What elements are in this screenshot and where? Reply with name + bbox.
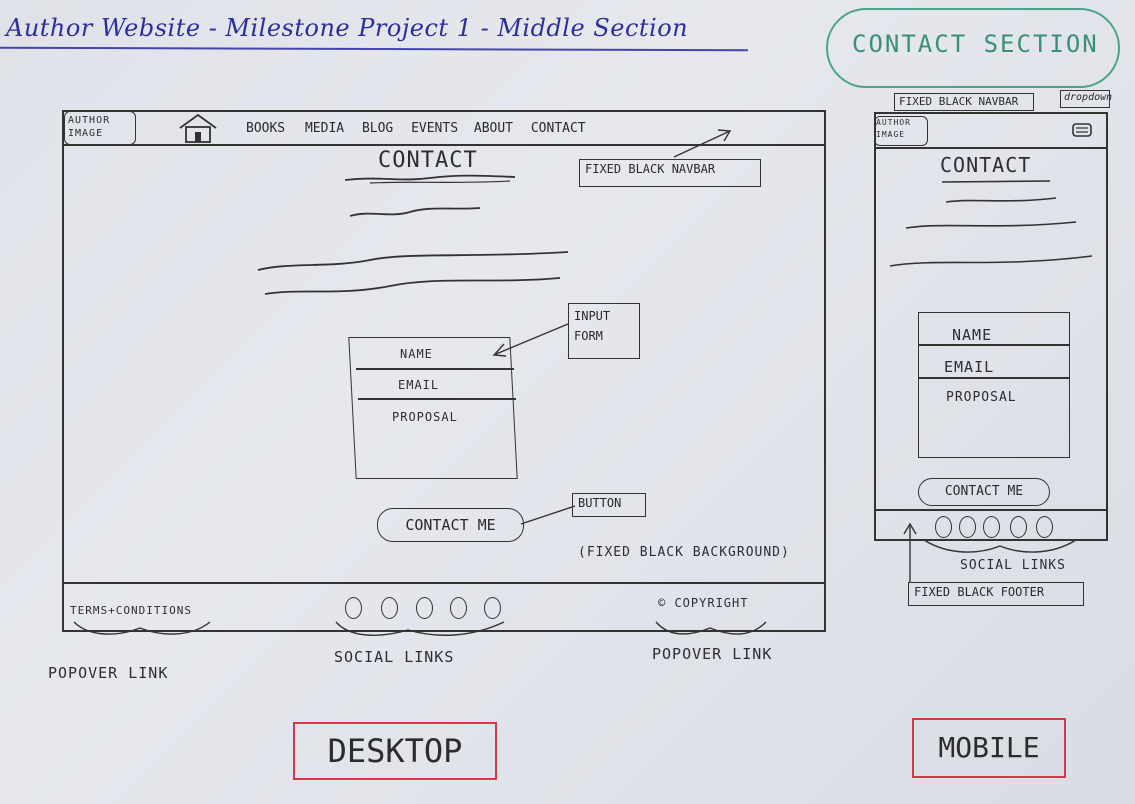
nav-item-blog[interactable]: BLOG: [361, 121, 394, 136]
popover-link-label-left: POPOVER LINK: [48, 664, 169, 682]
section-cloud: [826, 8, 1120, 88]
nav-item-events[interactable]: EVENTS: [411, 121, 459, 136]
desktop-nav: BOOKS MEDIA BLOG EVENTS ABOUT CONTACT: [246, 121, 586, 136]
mobile-author-image: [874, 116, 928, 146]
desktop-social-icon-3[interactable]: [416, 597, 433, 619]
desktop-stamp-text: DESKTOP: [327, 732, 463, 770]
mobile-contact-button[interactable]: CONTACT ME: [918, 478, 1050, 506]
mobile-stamp: MOBILE: [912, 718, 1066, 778]
mobile-author-image-label: AUTHOR IMAGE: [876, 118, 911, 139]
button-note-text: BUTTON: [578, 496, 622, 510]
desktop-terms-link[interactable]: TERMS+CONDITIONS: [70, 604, 192, 617]
desktop-frame: [62, 110, 826, 632]
page-title: Author Website - Milestone Project 1 - M…: [6, 14, 689, 42]
mobile-footer-line: [874, 509, 1106, 511]
navbar-note-text: FIXED BLACK NAVBAR: [585, 162, 716, 176]
mobile-contact-heading: CONTACT: [940, 153, 1032, 177]
mobile-footer-note-text: FIXED BLACK FOOTER: [914, 585, 1045, 599]
desktop-name-field[interactable]: NAME: [400, 347, 433, 361]
input-form-note: INPUT FORM: [568, 303, 640, 359]
dropdown-note: dropdown: [1060, 90, 1113, 108]
desktop-social-icon-1[interactable]: [345, 597, 362, 619]
desktop-author-image: [64, 111, 136, 145]
mobile-input-form: [918, 312, 1070, 458]
mobile-social-links-label: SOCIAL LINKS: [960, 558, 1066, 573]
mobile-social-brace: [923, 539, 1077, 553]
mobile-form-divider-2: [918, 377, 1070, 379]
desktop-copyright-link[interactable]: © COPYRIGHT: [658, 596, 749, 610]
mobile-proposal-field[interactable]: PROPOSAL: [946, 390, 1017, 405]
mobile-navbar-note-text: FIXED BLACK NAVBAR: [899, 95, 1019, 108]
navbar-note: FIXED BLACK NAVBAR: [579, 159, 761, 187]
mobile-frame: [874, 112, 1108, 541]
mobile-social-icon-4[interactable]: [1010, 516, 1027, 538]
footer-arrow: [903, 522, 917, 582]
mobile-text-scribbles: [889, 180, 1093, 267]
input-form-arrow: [492, 323, 569, 357]
desktop-text-scribbles: [257, 207, 569, 295]
form-divider-1: [356, 368, 514, 370]
mobile-social-icon-1[interactable]: [935, 516, 952, 538]
desktop-stamp: DESKTOP: [293, 722, 497, 780]
desktop-proposal-field[interactable]: PROPOSAL: [392, 410, 458, 424]
nav-item-contact[interactable]: CONTACT: [530, 121, 586, 136]
mobile-navbar-note: FIXED BLACK NAVBAR: [894, 93, 1034, 111]
heading-underline: [344, 174, 516, 184]
mobile-name-field[interactable]: NAME: [952, 326, 993, 344]
footer-braces: [73, 621, 767, 636]
form-divider-2: [358, 398, 516, 400]
hamburger-icon[interactable]: [1070, 120, 1096, 140]
navbar-arrow: [673, 129, 732, 158]
nav-item-media[interactable]: MEDIA: [304, 121, 345, 136]
section-label: CONTACT SECTION: [852, 30, 1099, 58]
mobile-footer-note: FIXED BLACK FOOTER: [908, 582, 1084, 606]
background-note: (FIXED BLACK BACKGROUND): [578, 545, 790, 560]
desktop-footer-line: [62, 582, 824, 584]
desktop-social-icon-2[interactable]: [381, 597, 398, 619]
button-note: BUTTON: [572, 493, 646, 517]
button-arrow: [520, 505, 576, 525]
desktop-social-icon-4[interactable]: [450, 597, 467, 619]
desktop-email-field[interactable]: EMAIL: [398, 378, 440, 392]
nav-item-books[interactable]: BOOKS: [246, 121, 286, 136]
dropdown-note-text: dropdown: [1064, 92, 1113, 103]
mobile-email-field[interactable]: EMAIL: [944, 358, 995, 376]
input-form-note-text: INPUT FORM: [574, 309, 611, 343]
home-icon[interactable]: [176, 112, 220, 144]
desktop-navbar-line: [62, 144, 824, 146]
nav-item-about[interactable]: ABOUT: [473, 121, 514, 136]
mobile-form-divider-1: [918, 344, 1070, 346]
mobile-social-icon-5[interactable]: [1036, 516, 1053, 538]
desktop-contact-button[interactable]: CONTACT ME: [377, 508, 524, 542]
mobile-social-icon-2[interactable]: [959, 516, 976, 538]
desktop-author-image-label: AUTHOR IMAGE: [68, 115, 111, 139]
mobile-social-icon-3[interactable]: [983, 516, 1000, 538]
mobile-navbar-line: [874, 147, 1106, 149]
desktop-social-icon-5[interactable]: [484, 597, 501, 619]
popover-link-label-right: POPOVER LINK: [652, 645, 773, 663]
mobile-stamp-text: MOBILE: [938, 731, 1040, 764]
desktop-contact-heading: CONTACT: [378, 148, 478, 173]
social-links-label-desktop: SOCIAL LINKS: [334, 648, 455, 666]
